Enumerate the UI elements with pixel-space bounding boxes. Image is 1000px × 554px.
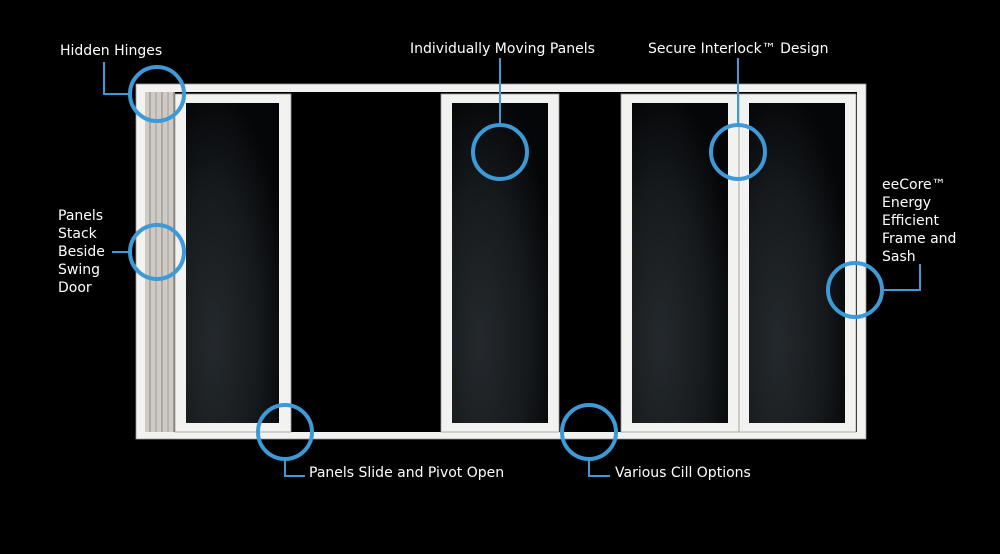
svg-text:Swing: Swing [58,262,100,278]
svg-text:Panels Slide and Pivot Open: Panels Slide and Pivot Open [309,465,504,481]
svg-text:Stack: Stack [58,226,98,242]
callout-panels-stack: Panels Stack Beside Swing Door [58,208,186,296]
svg-text:Hidden Hinges: Hidden Hinges [60,43,162,59]
door-panel-3 [620,93,740,433]
svg-text:Frame and: Frame and [882,231,956,247]
svg-text:Efficient: Efficient [882,213,939,229]
callout-hidden-hinges: Hidden Hinges [60,43,186,123]
callout-secure-interlock: Secure Interlock™ Design [648,41,829,181]
svg-text:Door: Door [58,280,92,296]
callout-individually-moving: Individually Moving Panels [410,41,595,181]
callout-various-cill: Various Cill Options [560,403,751,481]
callout-panels-slide: Panels Slide and Pivot Open [256,403,504,481]
svg-text:Beside: Beside [58,244,105,260]
callout-eecore: eeCore™ Energy Efficient Frame and Sash [826,177,956,319]
svg-text:eeCore™: eeCore™ [882,177,946,193]
svg-text:Secure Interlock™ Design: Secure Interlock™ Design [648,41,829,57]
stacked-panels [145,92,175,432]
door-panel-1 [174,93,292,433]
door-panel-4 [738,93,857,433]
door-panel-2 [440,93,560,433]
svg-text:Energy: Energy [882,195,931,211]
svg-text:Sash: Sash [882,249,916,265]
svg-text:Panels: Panels [58,208,103,224]
svg-text:Various Cill Options: Various Cill Options [615,465,751,481]
svg-text:Individually Moving Panels: Individually Moving Panels [410,41,595,57]
